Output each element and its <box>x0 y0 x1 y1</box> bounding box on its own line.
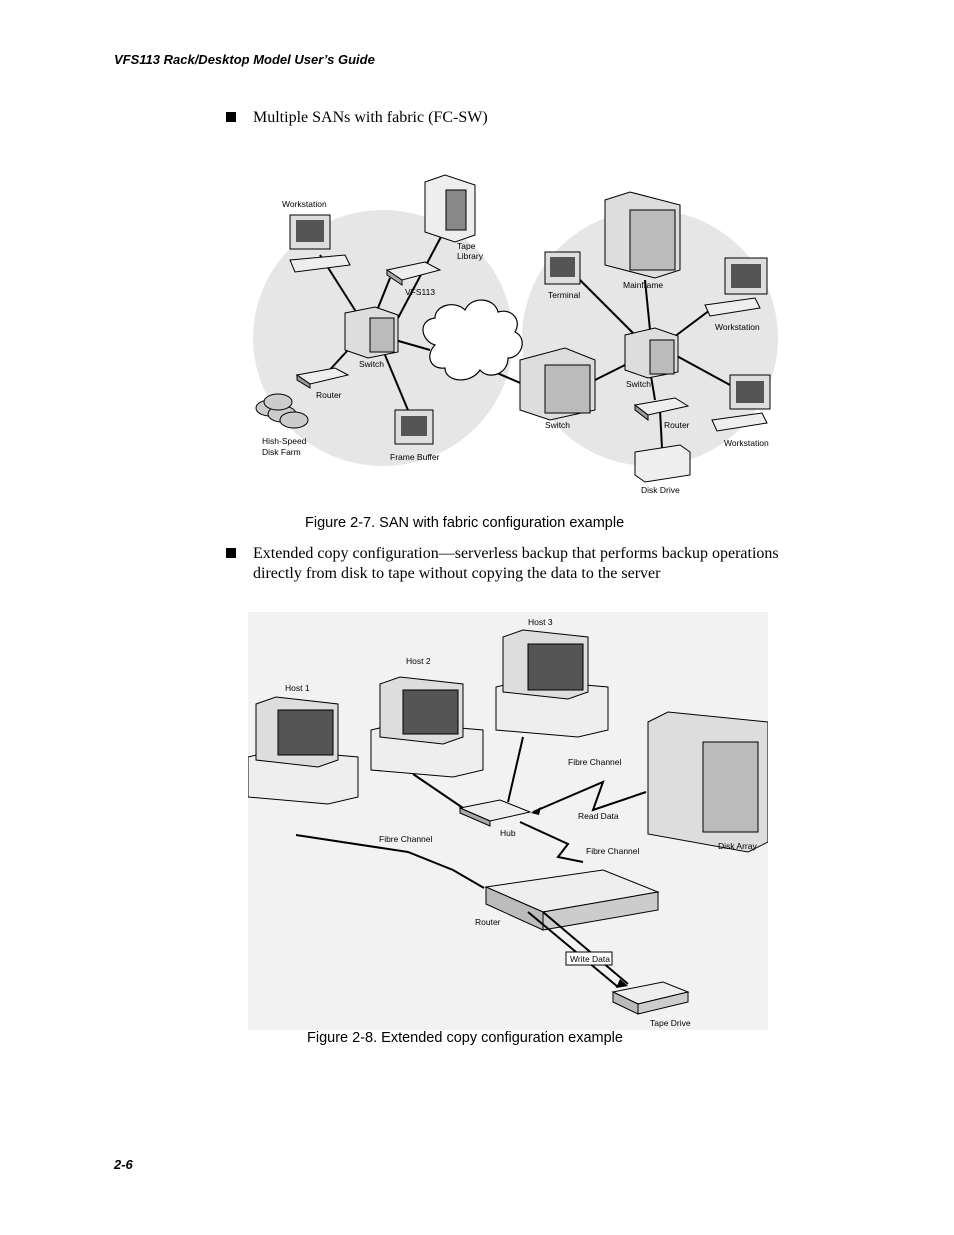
workstation-icon <box>711 374 771 432</box>
label-tape-library: Library <box>457 251 484 261</box>
label-router: Router <box>475 917 501 927</box>
figure-extended-copy: Host 3 Host 2 Host 1 Fibre Channel Read … <box>248 612 768 1030</box>
label-switch: Switch <box>359 359 384 369</box>
switch-icon <box>624 327 679 379</box>
switch-icon <box>519 347 596 421</box>
label-host2: Host 2 <box>406 656 431 666</box>
figure-caption: Figure 2-8. Extended copy configuration … <box>307 1030 623 1046</box>
label-terminal: Terminal <box>548 290 580 300</box>
label-host1: Host 1 <box>285 683 310 693</box>
page-number: 2-6 <box>114 1157 133 1172</box>
disk-farm-icon <box>255 393 309 429</box>
host-computer-icon <box>495 629 609 738</box>
label-router: Router <box>316 390 342 400</box>
router-icon <box>484 869 660 931</box>
vfs113-icon <box>385 261 442 286</box>
label-disk-farm: Hish-Speed <box>262 436 307 446</box>
host-computer-icon <box>370 676 484 778</box>
label-workstation: Workstation <box>715 322 760 332</box>
label-fibre-channel: Fibre Channel <box>586 846 640 856</box>
arrow-icon <box>531 807 541 815</box>
terminal-icon <box>544 251 581 285</box>
workstation-icon <box>704 257 768 317</box>
mainframe-icon <box>604 191 681 279</box>
router-icon <box>295 367 350 389</box>
label-fibre-channel: Fibre Channel <box>379 834 433 844</box>
bullet-text: Multiple SANs with fabric (FC-SW) <box>253 109 488 126</box>
label-router: Router <box>664 420 690 430</box>
bullet-text: directly from disk to tape without copyi… <box>253 565 661 582</box>
disk-drive-icon <box>634 444 691 483</box>
label-switch: Switch <box>545 420 570 430</box>
label-disk-drive: Disk Drive <box>641 485 680 495</box>
router-icon <box>633 397 690 422</box>
label-tape-library: Tape <box>457 241 476 251</box>
label-fibre-channel: Fibre Channel <box>568 757 622 767</box>
arrow-icon <box>616 979 628 988</box>
switch-icon <box>344 306 399 359</box>
label-vfs113: VFS113 <box>405 287 435 297</box>
workstation-icon <box>289 214 351 273</box>
label-disk-array: Disk Array <box>718 841 757 851</box>
label-hub: Hub <box>500 828 516 838</box>
label-mainframe: Mainframe <box>623 280 663 290</box>
label-read-data: Read Data <box>578 811 619 821</box>
label-frame-buffer: Frame Buffer <box>390 452 440 462</box>
fabric-cloud <box>422 299 523 381</box>
disk-array-icon <box>647 711 768 853</box>
label-host3: Host 3 <box>528 617 553 627</box>
tape-library-icon <box>424 174 476 243</box>
label-write-data: Write Data <box>570 954 610 964</box>
figure-caption: Figure 2-7. SAN with fabric configuratio… <box>305 515 625 531</box>
hub-icon <box>458 799 532 827</box>
frame-buffer-icon <box>394 409 434 445</box>
host-computer-icon <box>248 696 359 805</box>
figure-san-fabric: Workstation Tape Library VFS113 Switch R… <box>253 174 778 495</box>
tape-drive-icon <box>611 981 690 1015</box>
bullet-square-icon <box>226 548 236 558</box>
label-tape-drive: Tape Drive <box>650 1018 691 1028</box>
label-workstation: Workstation <box>724 438 769 448</box>
bullet-text: Extended copy configuration—serverless b… <box>253 545 779 562</box>
label-disk-farm: Disk Farm <box>262 447 301 457</box>
bullet-square-icon <box>226 112 236 122</box>
label-workstation: Workstation <box>282 199 327 209</box>
running-header: VFS113 Rack/Desktop Model User’s Guide <box>114 52 375 67</box>
label-switch: Switch <box>626 379 651 389</box>
